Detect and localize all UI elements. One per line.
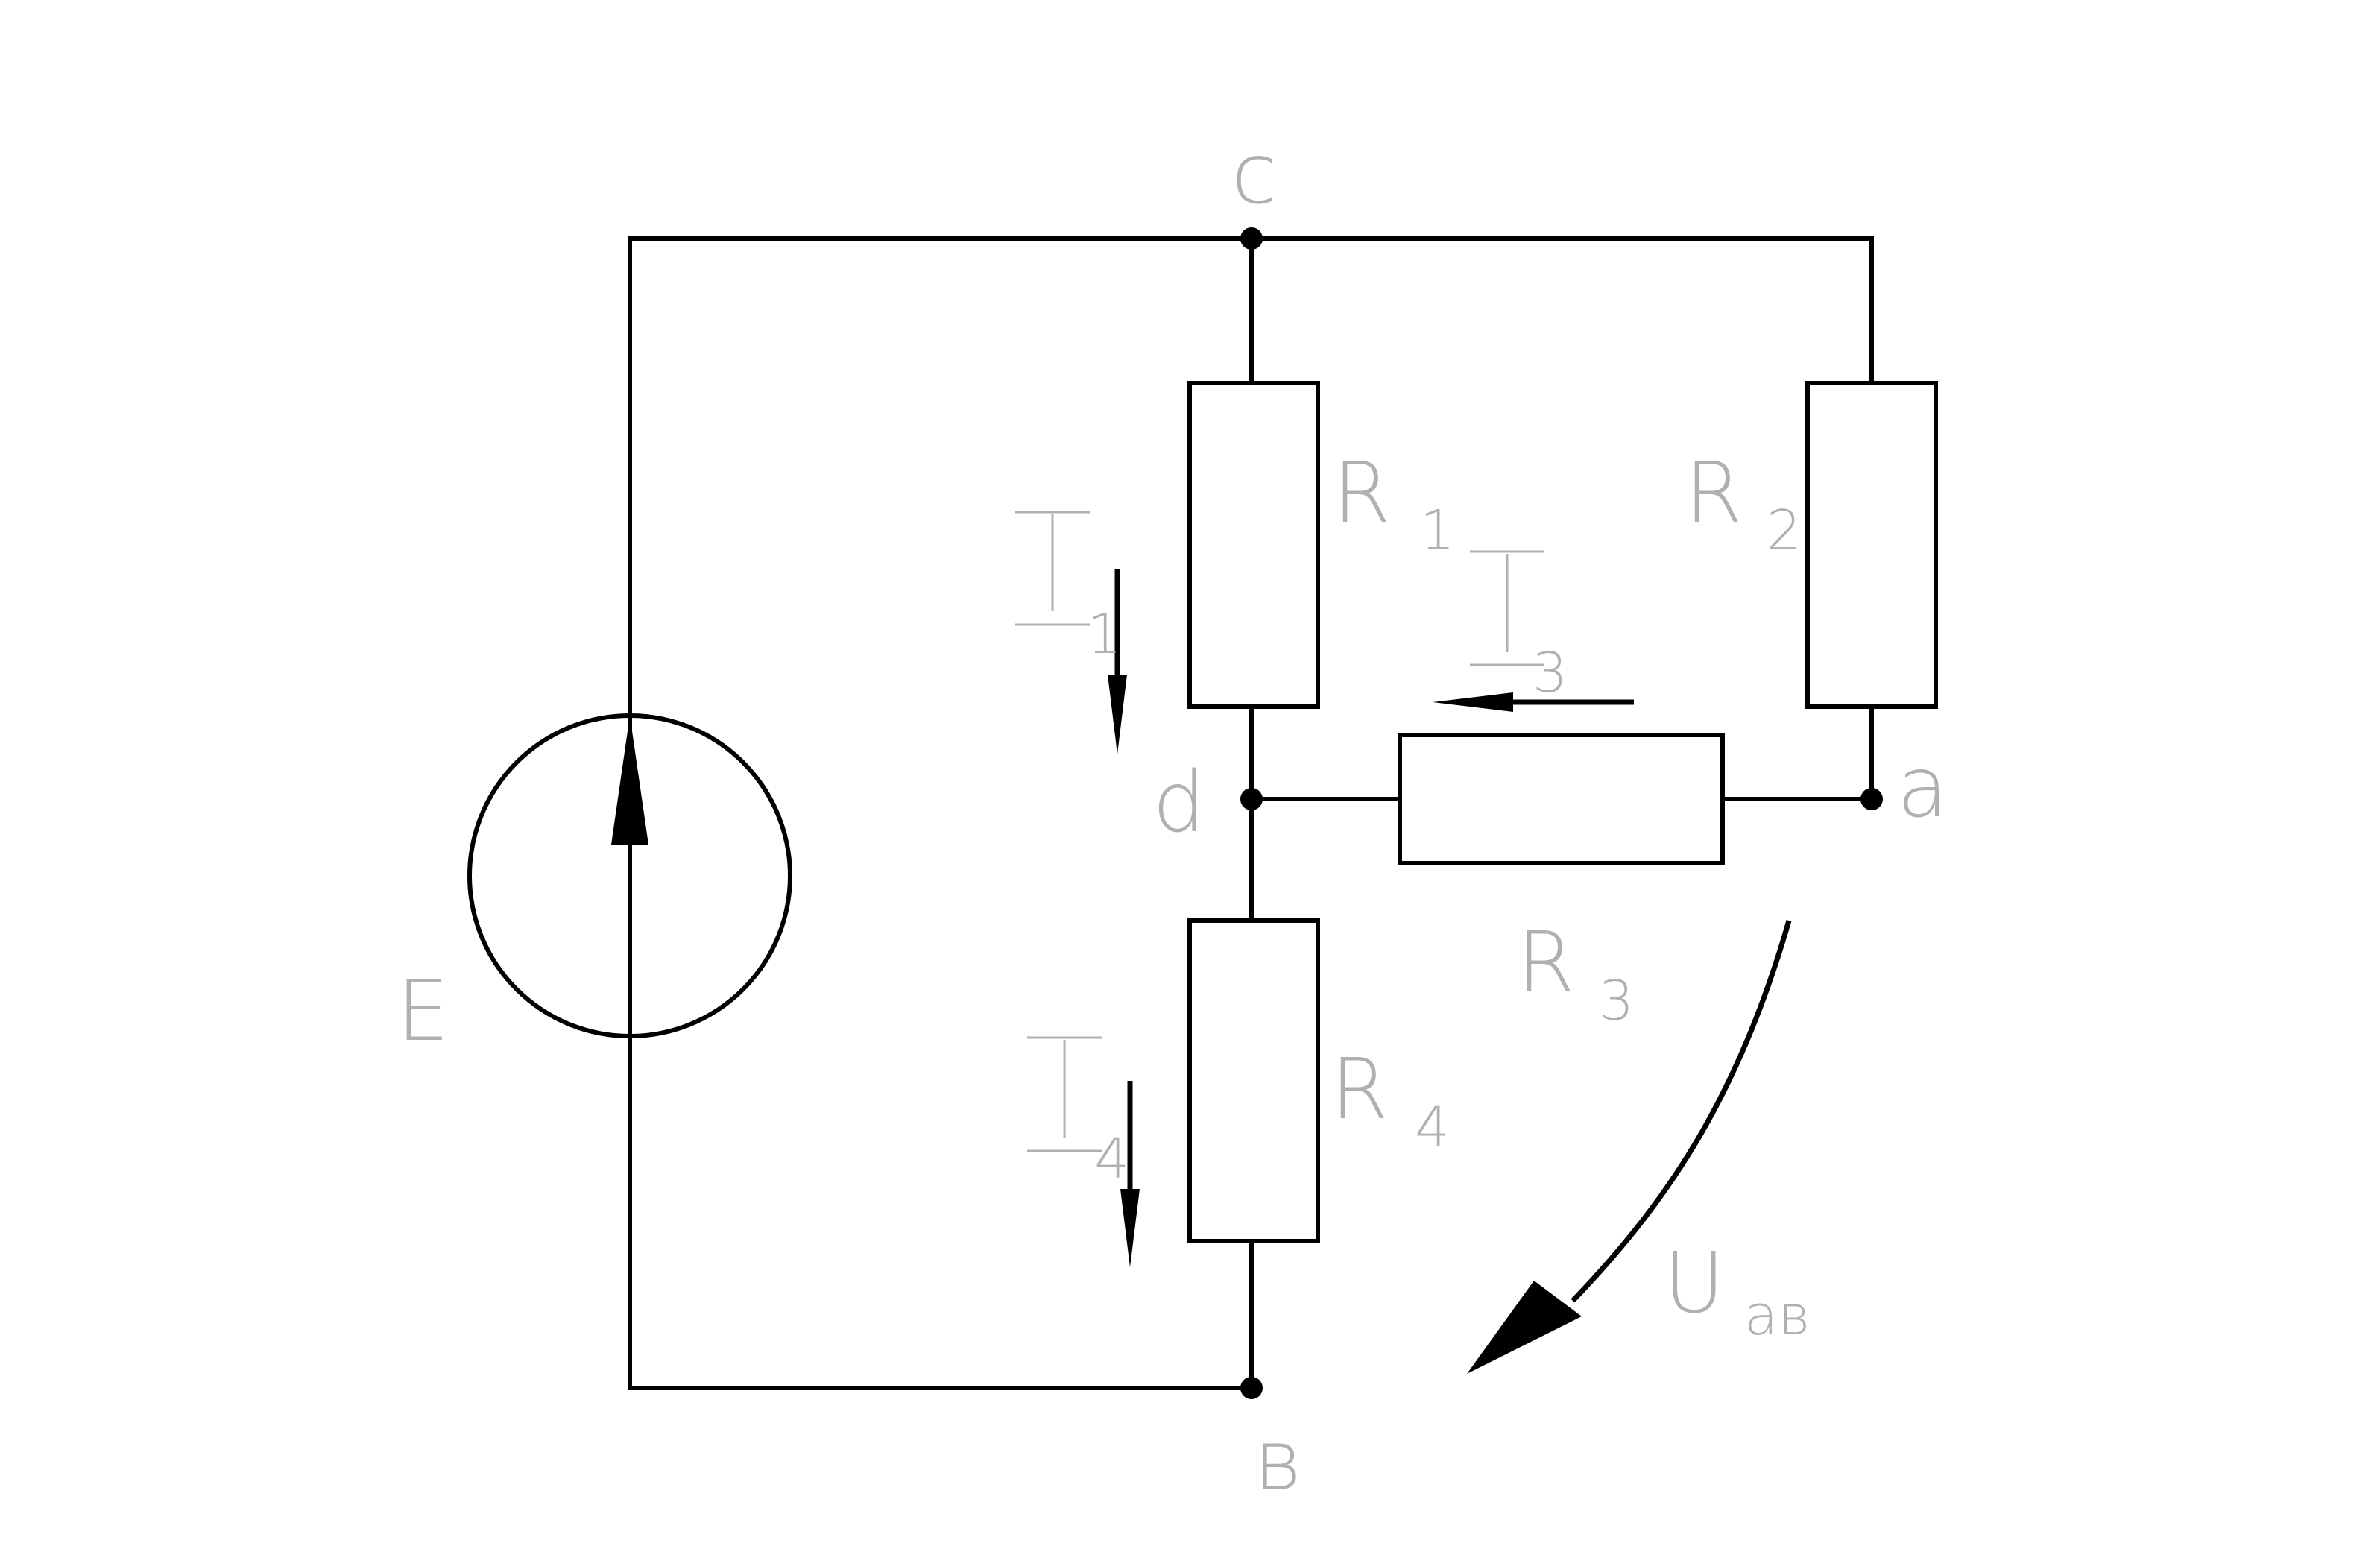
voltage-source	[467, 713, 792, 1038]
node-c-dot	[1240, 227, 1263, 250]
resistor-r4	[1187, 918, 1320, 1243]
i1-index: 1	[1087, 602, 1122, 666]
uab-arrow-curve	[1571, 920, 1792, 1303]
wire-top-right	[1249, 236, 1874, 385]
current-arrow-i1	[1108, 569, 1127, 754]
source-arrow-icon	[611, 716, 648, 845]
i4-index: 4	[1094, 1127, 1129, 1191]
node-d-dot	[1240, 788, 1263, 810]
current-arrow-i4	[1120, 1081, 1140, 1267]
r4-index: 4	[1415, 1096, 1450, 1160]
voltage-arrow-uab	[1467, 920, 1792, 1374]
uab-index: aв	[1744, 1284, 1811, 1348]
r1-index: 1	[1420, 499, 1455, 563]
labels: c d a в E R 1 R 2 R 3 R 4 1 3 4 U	[397, 126, 1948, 1509]
node-b-label: в	[1254, 1413, 1303, 1509]
r2-label: R	[1685, 445, 1743, 542]
current-arrow-i3	[1433, 692, 1634, 712]
node-a-label: a	[1897, 739, 1948, 836]
r3-index: 3	[1599, 969, 1634, 1033]
r2-index: 2	[1767, 499, 1802, 563]
r4-label: R	[1331, 1041, 1389, 1138]
node-b-dot	[1240, 1377, 1263, 1399]
i4-arrow-icon	[1120, 1189, 1140, 1267]
resistor-r1	[1187, 381, 1320, 709]
node-a-dot	[1860, 788, 1883, 810]
uab-label: U	[1664, 1235, 1725, 1332]
i3-arrow-icon	[1433, 692, 1513, 712]
uab-arrow-icon	[1467, 1281, 1582, 1374]
resistor-r3	[1398, 733, 1725, 865]
source-label: E	[397, 963, 449, 1060]
i3-index: 3	[1533, 641, 1568, 705]
i1-arrow-icon	[1108, 675, 1127, 754]
resistor-r2	[1805, 381, 1938, 709]
r1-label: R	[1333, 445, 1391, 542]
node-d-label: d	[1152, 754, 1205, 851]
r3-label: R	[1517, 915, 1575, 1012]
node-c-label: c	[1231, 126, 1278, 223]
